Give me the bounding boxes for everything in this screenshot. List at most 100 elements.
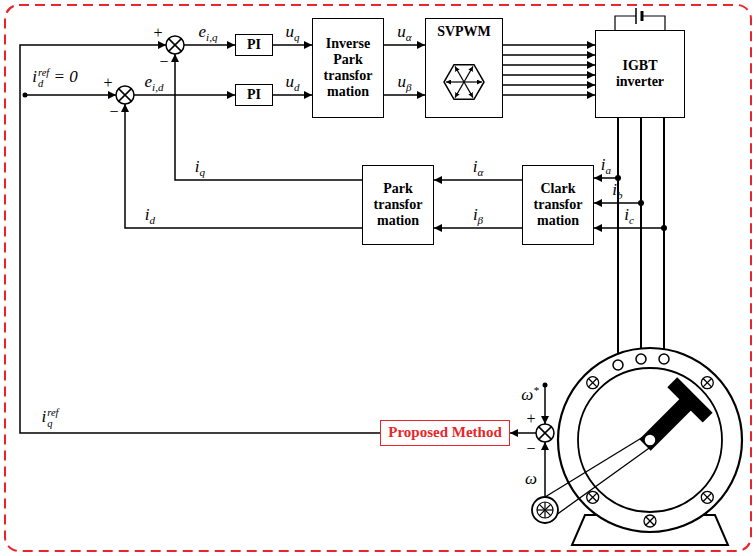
junction-dot xyxy=(23,93,668,388)
sum-junction xyxy=(116,36,554,442)
transform-box: Clark transfor mation xyxy=(522,165,594,245)
box-text: IGBT inverter xyxy=(600,58,680,90)
box-text: Park transfor mation xyxy=(367,181,429,229)
signal-arrow xyxy=(594,118,664,228)
text-run: + xyxy=(526,410,535,427)
signal-wire xyxy=(510,432,536,434)
signal-arrow xyxy=(594,118,618,178)
sign-mark: − xyxy=(109,104,118,120)
text-run: * xyxy=(533,384,539,396)
transform-box: Park transfor mation xyxy=(362,165,434,245)
text-run: e xyxy=(199,22,207,41)
transform-box: Inverse Park transfor mation xyxy=(312,18,384,118)
text-run: − xyxy=(526,440,535,457)
text-run: Inverse Park transfor mation xyxy=(324,36,373,99)
text-run: α xyxy=(477,166,483,178)
text-run: β xyxy=(406,81,412,93)
signal-arrow xyxy=(503,44,595,46)
signal-label: ic xyxy=(624,206,634,226)
signal-label: ib xyxy=(612,181,622,201)
text-run: i xyxy=(473,205,478,224)
text-run: Clark transfor mation xyxy=(534,181,583,228)
text-run: i xyxy=(145,205,150,224)
reference-signal: idref = 0 xyxy=(32,68,78,89)
dashed-frame xyxy=(5,5,751,551)
signal-arrow xyxy=(434,227,522,229)
speed-feedback: ω xyxy=(525,470,537,487)
signal-label: ia xyxy=(601,156,611,176)
text-run: d xyxy=(294,81,300,93)
signal-wire xyxy=(25,45,545,497)
subscript: q xyxy=(47,419,58,430)
sign-mark: − xyxy=(526,441,535,457)
index-stack: dref xyxy=(38,68,49,89)
text-run: q xyxy=(294,31,300,43)
signal-label: iβ xyxy=(473,206,483,226)
signal-arrow xyxy=(503,54,595,56)
box-text: Proposed Method xyxy=(388,424,501,441)
battery-symbol xyxy=(615,8,665,30)
signal-arrow xyxy=(503,84,595,86)
text-run: e xyxy=(145,72,153,91)
reference-signal: iqref xyxy=(41,408,58,429)
text-run: u xyxy=(285,22,294,41)
signal-arrow xyxy=(594,118,641,203)
box-text: SVPWM xyxy=(437,24,491,40)
text-run: ω xyxy=(525,469,537,488)
text-run: i xyxy=(473,157,478,176)
text-run: u xyxy=(285,72,294,91)
sign-mark: − xyxy=(159,54,168,70)
text-run: Park transfor mation xyxy=(374,181,423,228)
signal-arrow xyxy=(503,64,595,66)
signal-arrow xyxy=(273,94,312,96)
text-run: i,d xyxy=(152,81,163,93)
text-run: ω xyxy=(521,385,533,404)
box-text: Clark transfor mation xyxy=(527,181,589,229)
signal-arrow xyxy=(384,94,425,96)
box-text: PI xyxy=(247,37,261,53)
method-box: Proposed Method xyxy=(380,420,510,446)
index-stack: qref xyxy=(47,408,58,429)
inverter-box: IGBT inverter xyxy=(595,30,685,118)
text-run: u xyxy=(397,72,406,91)
signal-label: uα xyxy=(397,23,411,43)
text-run: β xyxy=(478,214,484,226)
signal-wire xyxy=(20,45,380,433)
hexagon-icon xyxy=(444,65,484,100)
text-run: IGBT inverter xyxy=(616,58,664,89)
text-run: PI xyxy=(247,87,261,102)
text-run: + xyxy=(153,24,162,41)
svpwm-box: SVPWM xyxy=(425,18,503,118)
motor-illustration xyxy=(532,348,742,545)
current-signal: id xyxy=(145,206,155,226)
sign-mark: + xyxy=(103,75,112,91)
text-run: i xyxy=(32,68,37,87)
text-run: i xyxy=(195,157,200,176)
signal-arrow xyxy=(273,44,312,46)
signal-label: uq xyxy=(285,23,299,43)
text-run: i xyxy=(41,408,46,427)
pi-controller: PI xyxy=(235,84,273,106)
current-signal: iq xyxy=(195,158,205,178)
text-run: i xyxy=(601,155,606,174)
text-run: d xyxy=(150,214,156,226)
text-run: PI xyxy=(247,37,261,52)
text-run: q xyxy=(200,166,206,178)
superscript: ref xyxy=(47,408,58,419)
speed-reference: ω* xyxy=(521,385,539,403)
text-run: − xyxy=(109,103,118,120)
sign-mark: + xyxy=(153,25,162,41)
text-run: b xyxy=(617,189,623,201)
text-run: i xyxy=(624,205,629,224)
signal-label: ud xyxy=(285,73,299,93)
text-run: u xyxy=(397,22,406,41)
box-text: Inverse Park transfor mation xyxy=(317,36,379,100)
subscript: d xyxy=(38,79,49,90)
signal-arrow xyxy=(434,179,522,181)
pi-controller: PI xyxy=(235,34,273,56)
text-run: i,q xyxy=(206,31,217,43)
superscript: ref xyxy=(38,68,49,79)
signal-arrow xyxy=(503,94,595,96)
text-run: i xyxy=(612,180,617,199)
